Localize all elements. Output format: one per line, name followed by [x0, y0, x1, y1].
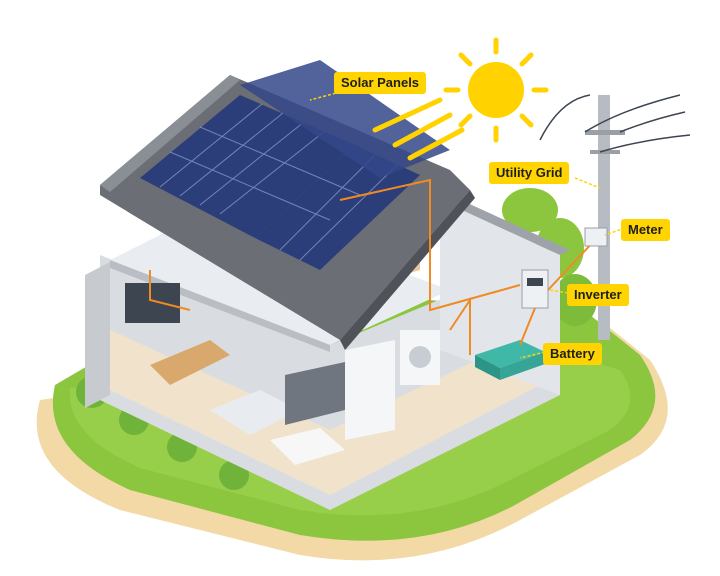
battery-label: Battery [543, 343, 602, 365]
inverter-label: Inverter [567, 284, 629, 306]
stove [285, 362, 345, 425]
utility-pole [539, 94, 691, 340]
fridge [345, 340, 395, 440]
solar-panel-array [140, 60, 450, 270]
utility-grid-label: Utility Grid [489, 162, 570, 184]
sofa [150, 340, 230, 385]
sunlight-arrows [372, 97, 465, 161]
battery-bank [475, 340, 545, 380]
electrical-wiring [149, 178, 596, 355]
inverter-box [521, 269, 549, 309]
sun-icon [443, 37, 549, 143]
meter-box [584, 227, 608, 247]
meter-label: Meter [621, 219, 670, 241]
tv [125, 283, 180, 323]
solar-panels-label: Solar Panels [334, 72, 427, 94]
